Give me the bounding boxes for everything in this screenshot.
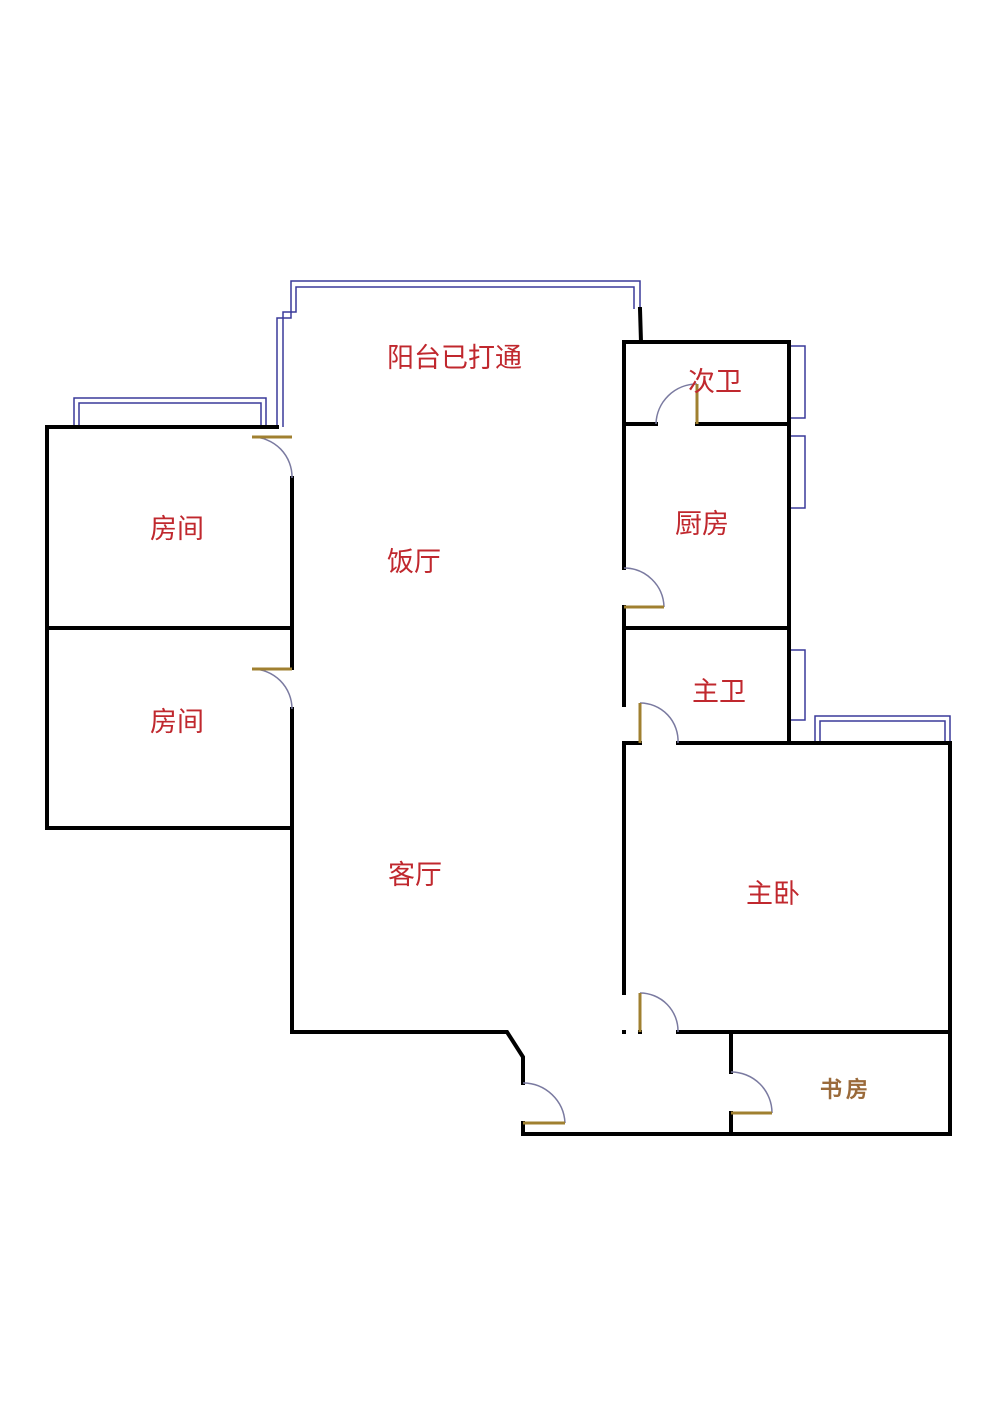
master-bedroom-window-inner <box>819 720 946 744</box>
door-bath2 <box>655 383 698 425</box>
doors <box>251 383 773 1124</box>
bedroom-upper-window-inner <box>78 402 262 427</box>
bedroom-upper-window <box>73 397 267 427</box>
door-master-bath <box>639 702 679 744</box>
door-bedroom-lower <box>251 668 293 710</box>
door-kitchen <box>623 567 665 608</box>
room-label-master-bath: 主卫 <box>692 677 746 708</box>
door-jambs <box>252 384 772 1125</box>
room-label-bath2: 次卫 <box>688 367 742 398</box>
bath2-window <box>788 345 806 419</box>
kitchen-window <box>788 435 806 509</box>
door-entrance <box>522 1082 566 1124</box>
room-label-kitchen: 厨房 <box>675 509 729 540</box>
door-bedroom-upper <box>251 436 293 479</box>
balcony-window <box>276 280 641 427</box>
wall-balcony-right <box>622 306 644 344</box>
walls <box>45 306 952 1136</box>
room-label-dining: 饭厅 <box>387 547 441 578</box>
master-bedroom-window <box>814 715 951 744</box>
room-label-living: 客厅 <box>388 860 442 891</box>
windows <box>73 280 951 744</box>
room-label-balcony: 阳台已打通 <box>387 343 522 374</box>
door-study <box>730 1071 773 1114</box>
door-master-bedroom <box>639 992 679 1033</box>
wall-living-bottom <box>290 1030 525 1085</box>
master-bath-window <box>788 649 806 721</box>
balcony-window-inner <box>282 286 635 427</box>
room-label-bedroom-lower: 房间 <box>150 707 204 738</box>
room-label-master-bedroom: 主卧 <box>746 879 800 910</box>
room-label-study: 书房 <box>820 1078 873 1103</box>
room-label-bedroom-upper: 房间 <box>150 514 204 545</box>
